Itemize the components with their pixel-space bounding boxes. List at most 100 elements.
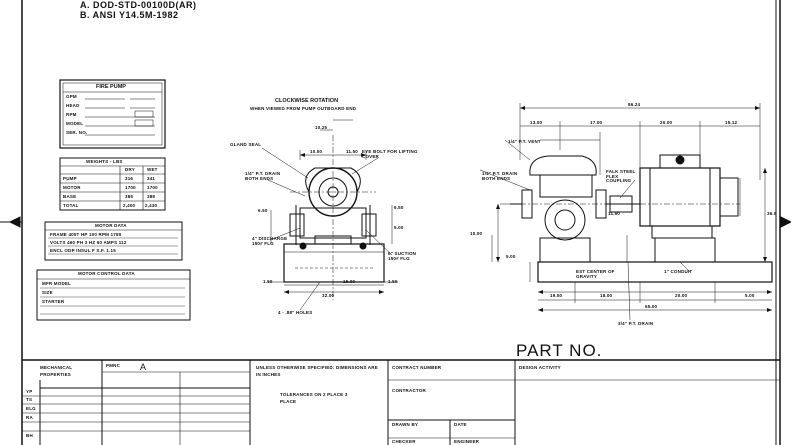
rotation-title: CLOCKWISE ROTATION — [275, 98, 339, 104]
side-dim-label: 36.5 — [767, 211, 777, 216]
weights-col-wet: WET — [147, 167, 158, 172]
motor-data-line: VOLTS 460 PH 3 HZ 60 AMPS 112 — [50, 240, 127, 245]
side-dim-label: 20.00 — [675, 293, 688, 298]
checker-label: CHECKER — [392, 439, 416, 444]
side-dim-label: 15.12 — [725, 120, 738, 125]
dim-label: 6.50 — [394, 205, 404, 210]
dim-label: 1.50 — [263, 279, 273, 284]
side-dim-label: 20.00 — [660, 120, 673, 125]
weights-row-dry: 316 — [125, 176, 134, 181]
engineer-label: ENGINEER — [454, 439, 480, 444]
motor-body — [639, 167, 721, 227]
tolerances-note: TOLERANCES ON 2 PLACE 3 PLACE — [280, 392, 348, 404]
weights-row-wet: 341 — [147, 176, 156, 181]
side-dim-label: 86.24 — [628, 102, 641, 107]
motor-data-line: FRAME 405T HP 100 RPM 1780 — [50, 232, 122, 237]
dim-label: 6.50 — [258, 208, 268, 213]
side-dim-label: 5.00 — [745, 293, 755, 298]
design-activity-label: DESIGN ACTIVITY — [519, 365, 561, 370]
date-label: DATE — [454, 422, 467, 427]
side-view-dim-lines — [479, 103, 772, 321]
side-dim-label: 18.00 — [600, 293, 613, 298]
property-row-label: ELG — [26, 406, 36, 411]
drain-side-label: 3/4" P.T. DRAIN — [618, 321, 654, 326]
side-dim-label: 17.00 — [590, 120, 603, 125]
holes-label: 4 - .88" HOLES — [278, 310, 313, 315]
pmnc-label: PMNC — [106, 363, 121, 368]
motor-control-line: MFR MODEL — [42, 281, 72, 286]
side-dim-label: 11.60 — [608, 211, 621, 216]
part-no-label: PART NO. — [516, 341, 603, 360]
conduit-label: 1" CONDUIT — [664, 269, 693, 274]
property-row-label: YP — [26, 389, 33, 394]
side-drain-label: 1/4" P.T. DRAIN BOTH ENDS — [482, 171, 518, 181]
side-dim-label: 19.50 — [550, 293, 563, 298]
dim-label: 1.50 — [388, 279, 398, 284]
weights-row-wet: 2,430 — [145, 203, 158, 208]
weights-col-dry: DRY — [125, 167, 135, 172]
motor-data-title: MOTOR DATA — [95, 223, 127, 228]
drawn-by-label: DRAWN BY — [392, 422, 419, 427]
weights-row-label: BASE — [63, 194, 77, 199]
dim-label: 32.00 — [322, 293, 335, 298]
weights-table-frame — [59, 157, 166, 211]
rotation-subtitle: WHEN VIEWED FROM PUMP OUTBOARD END — [250, 106, 357, 111]
side-dim-label: 13.00 — [530, 120, 543, 125]
gland-seal-label: GLAND SEAL — [230, 142, 262, 147]
weights-row-wet: 388 — [147, 194, 156, 199]
motor-data-line: ENCL ODP INSUL F S.F. 1.15 — [50, 248, 116, 253]
front-base — [283, 243, 385, 283]
dim-label: 10.25 — [315, 125, 328, 130]
dim-label: 5.00 — [394, 225, 404, 230]
suction-label: 6" SUCTION 150# FLG — [388, 251, 417, 261]
side-base — [537, 261, 773, 283]
motor-control-line: STARTER — [42, 299, 65, 304]
weights-row-label: TOTAL — [63, 203, 79, 208]
property-row-label: TS — [26, 397, 33, 402]
eyebolt-label: EYE BOLT FOR LIFTING COVER — [362, 149, 418, 159]
drain-label: 1/4" P.T. DRAIN BOTH ENDS — [245, 171, 281, 181]
motor-control-frame — [36, 269, 191, 321]
side-dim-label: 5.00 — [506, 254, 516, 259]
pmnc-value: A — [140, 362, 147, 372]
front-view-pump — [283, 135, 385, 300]
dim-label: 10.50 — [310, 149, 323, 154]
plate-field-serial: SER. NO. — [66, 130, 88, 135]
plate-field-gpm: GPM — [66, 94, 77, 99]
title-block-lines — [22, 359, 780, 445]
weights-row-wet: 1700 — [147, 185, 158, 190]
weights-row-dry: 1700 — [125, 185, 136, 190]
cog-label: EST CENTER OF GRAVITY — [576, 269, 615, 279]
side-dim-label: 65.00 — [645, 304, 658, 309]
dim-label: 15.00 — [343, 279, 356, 284]
plate-field-rpm: RPM — [66, 112, 77, 117]
plate-field-model: MODEL — [66, 121, 84, 126]
weights-row-label: MOTOR — [63, 185, 81, 190]
weights-row-dry: 2,400 — [123, 203, 136, 208]
weights-row-dry: 385 — [125, 194, 134, 199]
right-center-mark — [780, 216, 791, 228]
coupling-label: FALK STEEL FLEX COUPLING — [606, 169, 636, 183]
contract-number-label: CONTRACT NUMBER — [392, 365, 442, 370]
reference-b: B. ANSI Y14.5M-1982 — [80, 10, 179, 20]
vent-label: 1/4" P.T. VENT — [508, 139, 541, 144]
side-view-pump-motor — [510, 154, 773, 283]
plate-field-head: HEAD — [66, 103, 80, 108]
weights-row-label: PUMP — [63, 176, 77, 181]
property-row-label: RA — [26, 415, 33, 420]
mechanical-properties-label: MECHANICAL PROPERTIES — [40, 365, 73, 378]
fire-pump-plate-frame — [59, 79, 166, 149]
property-row-label: BH — [26, 433, 33, 438]
reference-a: A. DOD-STD-00100D(AR) — [80, 0, 197, 10]
discharge-label: 4" DISCHARGE 150# FLG — [252, 236, 288, 246]
motor-control-title: MOTOR CONTROL DATA — [78, 271, 135, 276]
dimensions-note: UNLESS OTHERWISE SPECIFIED: DIMENSIONS A… — [256, 365, 378, 377]
contractor-label: CONTRACTOR — [392, 388, 426, 393]
fire-pump-plate-title: FIRE PUMP — [96, 84, 126, 90]
motor-control-line: SIZE — [42, 290, 53, 295]
dim-label: 11.50 — [346, 149, 359, 154]
weights-title: WEIGHTS - LBS — [86, 159, 123, 164]
motor-data-frame — [44, 221, 183, 261]
